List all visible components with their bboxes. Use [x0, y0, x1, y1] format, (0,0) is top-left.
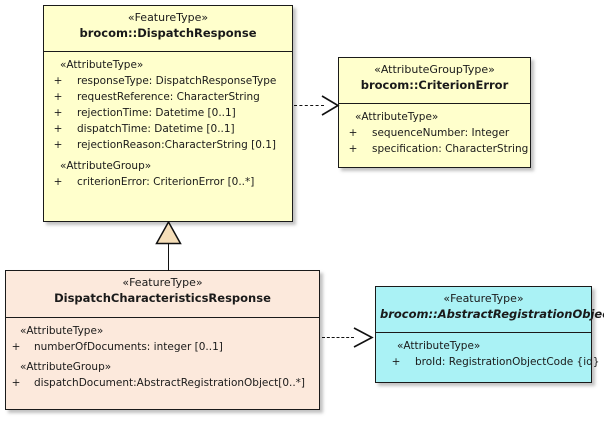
attribute-row[interactable]: + rejectionReason:CharacterString [0.1] [47, 137, 289, 153]
uml-class-abstract-registration-object[interactable]: «FeatureType» brocom::AbstractRegistrati… [375, 286, 604, 383]
compartment-label-attributetype: «AttributeType» [397, 340, 481, 352]
class-name: DispatchCharacteristicsResponse [54, 291, 271, 305]
hollow-triangle-arrowhead-icon [155, 221, 182, 245]
class-body-abstract-registration-object: «AttributeType» + broId: RegistrationObj… [376, 333, 600, 375]
class-body-dispatch-characteristics-response: «AttributeType» + numberOfDocuments: int… [6, 318, 319, 396]
visibility-marker: + [348, 127, 358, 139]
class-header-dispatch-characteristics-response: «FeatureType» DispatchCharacteristicsRes… [6, 271, 319, 318]
attribute-row[interactable]: + rejectionTime: Datetime [0..1] [47, 105, 289, 121]
dependency-line [322, 337, 354, 338]
visibility-marker: + [53, 176, 63, 188]
class-name: brocom::CriterionError [360, 78, 509, 92]
class-stereotype: «FeatureType» [443, 292, 524, 305]
attribute-text: numberOfDocuments: integer [0..1] [34, 341, 223, 353]
attribute-row[interactable]: + sequenceNumber: Integer [342, 125, 527, 141]
uml-class-criterion-error[interactable]: «AttributeGroupType» brocom::CriterionEr… [338, 57, 531, 168]
attribute-text: criterionError: CriterionError [0..*] [77, 176, 255, 188]
attribute-row[interactable]: + broId: RegistrationObjectCode {id} [379, 354, 600, 370]
class-body-criterion-error: «AttributeType» + sequenceNumber: Intege… [339, 104, 530, 162]
visibility-marker: + [53, 139, 63, 151]
class-name: brocom::AbstractRegistrationObject [380, 307, 604, 321]
class-stereotype: «FeatureType» [127, 11, 209, 24]
attribute-row[interactable]: + dispatchDocument:AbstractRegistrationO… [6, 375, 316, 391]
class-header-dispatch-response: «FeatureType» brocom::DispatchResponse [44, 6, 292, 52]
attribute-row[interactable]: + dispatchTime: Datetime [0..1] [47, 121, 289, 137]
uml-class-dispatch-characteristics-response[interactable]: «FeatureType» DispatchCharacteristicsRes… [5, 270, 320, 410]
attribute-text: dispatchDocument:AbstractRegistrationObj… [34, 377, 306, 389]
attribute-row[interactable]: + responseType: DispatchResponseType [47, 73, 289, 89]
attribute-text: requestReference: CharacterString [77, 91, 260, 103]
class-header-criterion-error: «AttributeGroupType» brocom::CriterionEr… [339, 58, 530, 104]
visibility-marker: + [391, 356, 401, 368]
attribute-text: sequenceNumber: Integer [372, 127, 510, 139]
compartment-label-attributetype: «AttributeType» [60, 59, 144, 71]
visibility-marker: + [53, 107, 63, 119]
class-stereotype: «AttributeGroupType» [374, 63, 495, 76]
attribute-row[interactable]: + requestReference: CharacterString [47, 89, 289, 105]
visibility-marker: + [53, 75, 63, 87]
attribute-row[interactable]: + criterionError: CriterionError [0..*] [47, 174, 289, 190]
compartment-label-attributegroup: «AttributeGroup» [20, 361, 112, 373]
attribute-text: rejectionTime: Datetime [0..1] [77, 107, 236, 119]
visibility-marker: + [53, 123, 63, 135]
visibility-marker: + [11, 377, 21, 389]
compartment-label-attributetype: «AttributeType» [20, 325, 104, 337]
class-name: brocom::DispatchResponse [79, 26, 257, 40]
uml-class-dispatch-response[interactable]: «FeatureType» brocom::DispatchResponse «… [43, 5, 293, 222]
dependency-line [294, 105, 324, 106]
compartment-label-attributegroup: «AttributeGroup» [60, 160, 152, 172]
attribute-text: rejectionReason:CharacterString [0.1] [77, 139, 277, 151]
attribute-text: broId: RegistrationObjectCode {id} [415, 356, 600, 368]
attribute-row[interactable]: + specification: CharacterString [342, 141, 529, 157]
class-header-abstract-registration-object: «FeatureType» brocom::AbstractRegistrati… [376, 287, 604, 333]
attribute-row[interactable]: + numberOfDocuments: integer [0..1] [6, 339, 316, 355]
compartment-label-attributetype: «AttributeType» [355, 111, 439, 123]
visibility-marker: + [53, 91, 63, 103]
attribute-text: specification: CharacterString [372, 143, 529, 155]
attribute-text: dispatchTime: Datetime [0..1] [77, 123, 235, 135]
attribute-text: responseType: DispatchResponseType [77, 75, 277, 87]
class-body-dispatch-response: «AttributeType» + responseType: Dispatch… [44, 52, 292, 195]
visibility-marker: + [11, 341, 21, 353]
generalization-line [168, 243, 169, 271]
visibility-marker: + [348, 143, 358, 155]
class-stereotype: «FeatureType» [122, 276, 203, 289]
